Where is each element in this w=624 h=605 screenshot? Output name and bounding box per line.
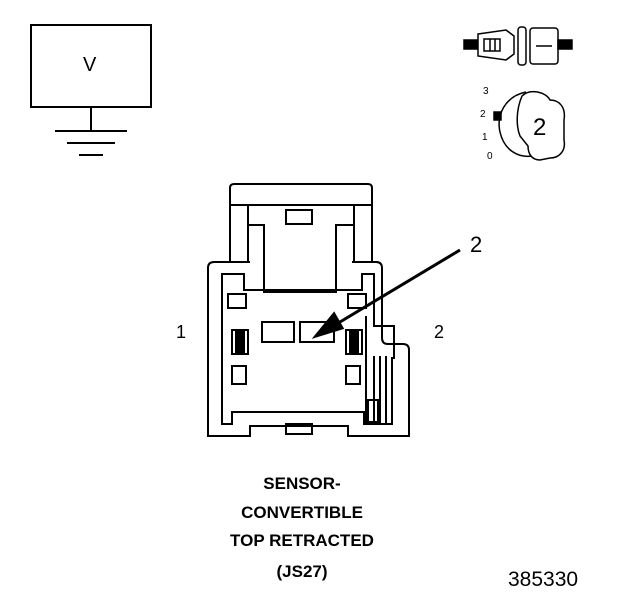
cavity-1 xyxy=(261,321,295,343)
orientation-scale-1: 1 xyxy=(482,132,488,143)
terminal-slot-right-top xyxy=(347,293,367,309)
rib-block xyxy=(367,399,379,423)
connector-latch xyxy=(483,38,501,52)
connector-top-tab xyxy=(229,183,373,262)
callout-label: 2 xyxy=(470,232,483,257)
component-symbol-label: V xyxy=(83,54,97,76)
bottom-latch xyxy=(285,423,313,435)
terminal-slot-right-mid xyxy=(345,329,363,355)
component-symbol xyxy=(30,24,152,156)
callout-line xyxy=(329,248,461,330)
connector-inner-body xyxy=(221,273,395,425)
orientation-scale-0: 0 xyxy=(487,151,493,162)
terminal-pin-1 xyxy=(235,331,245,353)
orientation-scale-3: 3 xyxy=(483,86,489,97)
terminal-pin-2 xyxy=(349,331,359,353)
pin-label-right: 2 xyxy=(434,322,445,342)
pin-label-left: 1 xyxy=(176,322,187,342)
terminal-slot-right-bottom xyxy=(345,365,361,385)
terminal-slot-left-mid xyxy=(231,329,249,355)
tab-inner-channel xyxy=(248,224,354,293)
orientation-marker xyxy=(493,111,502,121)
wire-stub-left xyxy=(463,39,479,50)
connector-face xyxy=(207,183,410,437)
caption-line-1: SENSOR- xyxy=(263,474,341,493)
connector-outer-body xyxy=(207,261,410,437)
connector-half-left xyxy=(477,29,515,61)
figure-number: 385330 xyxy=(508,568,579,591)
tab-latch xyxy=(285,209,313,225)
caption-line-3: TOP RETRACTED xyxy=(230,531,374,550)
orientation-key-body xyxy=(516,90,566,161)
terminal-slot-left-bottom xyxy=(231,365,247,385)
terminal-slot-left-top xyxy=(227,293,247,309)
orientation-scale-2: 2 xyxy=(480,109,486,120)
callout-arrowhead xyxy=(311,311,345,339)
orientation-icon xyxy=(493,90,566,161)
inline-connector-icon xyxy=(463,26,573,66)
callout-arrow xyxy=(311,248,461,339)
orientation-index-label: 2 xyxy=(533,114,547,141)
connector-seal xyxy=(517,26,527,66)
wire-stub-right xyxy=(557,39,573,50)
caption-line-4: (JS27) xyxy=(276,562,328,581)
caption-line-2: CONVERTIBLE xyxy=(241,503,363,522)
